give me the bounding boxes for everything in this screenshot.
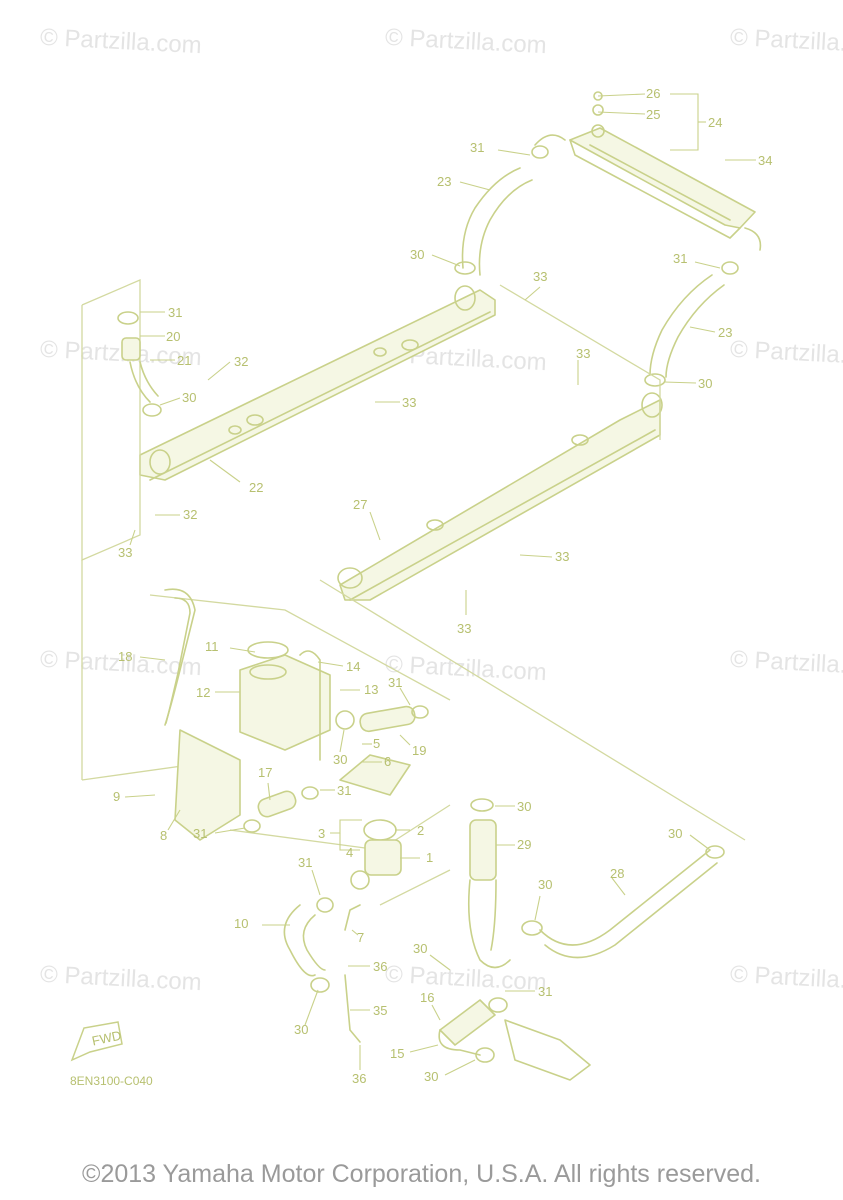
water-pipe-27 (337, 392, 663, 601)
callout-32: 32 (183, 507, 197, 522)
upper-hose-left (454, 145, 549, 276)
callout-28: 28 (610, 866, 624, 881)
callout-31: 31 (538, 984, 552, 999)
hose-35 (344, 974, 361, 1043)
copyright-text: ©2013 Yamaha Motor Corporation, U.S.A. A… (82, 1160, 761, 1188)
callout-35: 35 (373, 1003, 387, 1018)
callout-36: 36 (373, 959, 387, 974)
callout-31: 31 (470, 140, 484, 155)
callout-33: 33 (402, 395, 416, 410)
callout-23: 23 (437, 174, 451, 189)
callout-33: 33 (555, 549, 569, 564)
callout-16: 16 (420, 990, 434, 1005)
callout-7: 7 (357, 930, 364, 945)
callout-11: 11 (205, 639, 219, 654)
callout-31: 31 (193, 826, 207, 841)
callout-27: 27 (353, 497, 367, 512)
callout-9: 9 (113, 789, 120, 804)
callout-31: 31 (388, 675, 402, 690)
callout-22: 22 (249, 480, 263, 495)
callout-14: 14 (346, 659, 360, 674)
callouts: 26 25 24 34 31 23 30 31 33 23 33 30 31 2… (113, 86, 772, 1086)
radiator-top-tank (534, 91, 762, 251)
callout-12: 12 (196, 685, 210, 700)
callout-30: 30 (294, 1022, 308, 1037)
hose-18 (164, 588, 196, 726)
callout-21: 21 (177, 353, 191, 368)
callout-19: 19 (412, 743, 426, 758)
callout-24: 24 (708, 115, 722, 130)
callout-13: 13 (364, 682, 378, 697)
hose-15-16 (438, 997, 508, 1063)
callout-30: 30 (424, 1069, 438, 1084)
callout-2: 2 (417, 823, 424, 838)
callout-1: 1 (426, 850, 433, 865)
callout-34: 34 (758, 153, 772, 168)
callout-30: 30 (333, 752, 347, 767)
callout-30: 30 (410, 247, 424, 262)
callout-26: 26 (646, 86, 660, 101)
callout-36: 36 (352, 1071, 366, 1086)
ghost-part (504, 1019, 591, 1081)
callout-8: 8 (160, 828, 167, 843)
hose-7 (344, 904, 361, 931)
callout-17: 17 (258, 765, 272, 780)
callout-29: 29 (517, 837, 531, 852)
callout-31: 31 (337, 783, 351, 798)
callout-3: 3 (318, 826, 325, 841)
hose-10 (283, 897, 334, 993)
fwd-arrow-icon: FWD (70, 1021, 123, 1062)
fwd-label: FWD (91, 1028, 123, 1049)
callout-33: 33 (457, 621, 471, 636)
callout-31: 31 (298, 855, 312, 870)
hose-20-21 (117, 311, 162, 417)
leader-lines (124, 93, 756, 1076)
callout-5: 5 (373, 736, 380, 751)
callout-32: 32 (234, 354, 248, 369)
callout-33: 33 (118, 545, 132, 560)
callout-15: 15 (390, 1046, 404, 1061)
bracket-8 (174, 729, 241, 841)
callout-18: 18 (118, 649, 132, 664)
callout-30: 30 (517, 799, 531, 814)
hose-17 (243, 786, 319, 833)
callout-25: 25 (646, 107, 660, 122)
callout-30: 30 (668, 826, 682, 841)
coolant-reservoir (239, 641, 331, 761)
upper-hose-right (644, 261, 739, 387)
callout-4: 4 (346, 845, 353, 860)
callout-31: 31 (673, 251, 687, 266)
callout-30: 30 (538, 877, 552, 892)
callout-6: 6 (384, 754, 391, 769)
hose-28 (521, 845, 725, 959)
callout-31: 31 (168, 305, 182, 320)
callout-30: 30 (413, 941, 427, 956)
water-pipe-22 (139, 285, 496, 481)
hose-29 (467, 798, 511, 969)
callout-20: 20 (166, 329, 180, 344)
callout-33: 33 (533, 269, 547, 284)
diagram-code: 8EN3100-C040 (70, 1074, 153, 1088)
callout-23: 23 (718, 325, 732, 340)
callout-30: 30 (182, 390, 196, 405)
callout-33: 33 (576, 346, 590, 361)
thermostat-housing (339, 754, 411, 890)
hose-19 (335, 705, 429, 733)
callout-30: 30 (698, 376, 712, 391)
callout-10: 10 (234, 916, 248, 931)
